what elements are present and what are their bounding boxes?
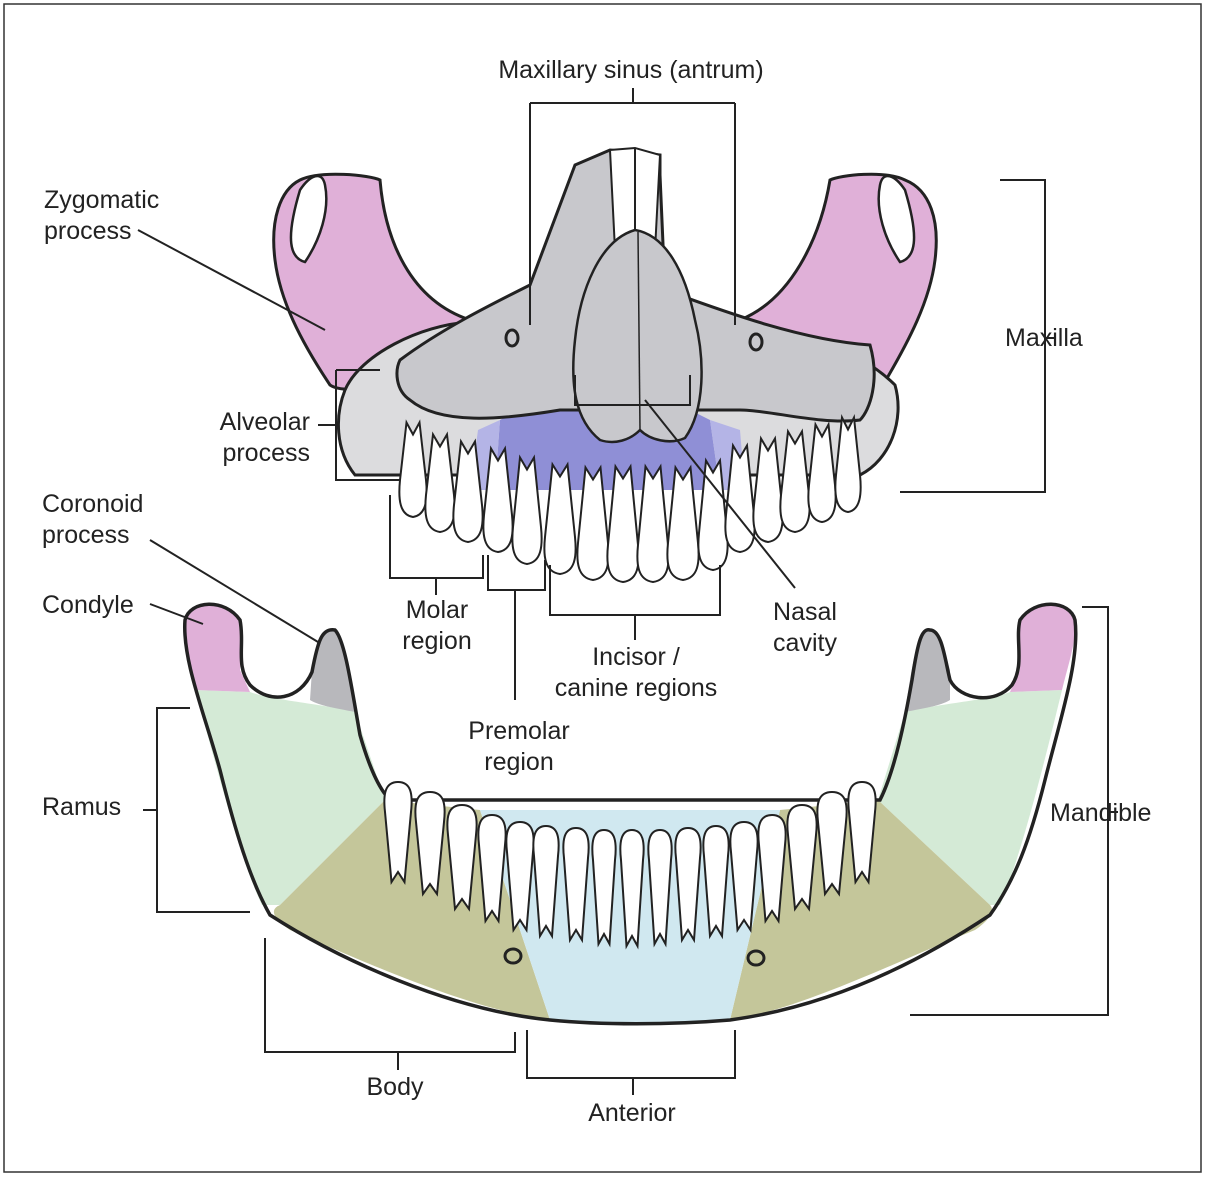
label-coronoid-line1: Coronoid bbox=[42, 490, 143, 518]
label-alveolar-line1: Alveolar bbox=[220, 408, 310, 436]
label-maxilla: Maxilla bbox=[1005, 324, 1083, 352]
label-condyle: Condyle bbox=[42, 591, 134, 619]
label-zygomatic-line2: process bbox=[44, 217, 132, 245]
label-maxillary-sinus: Maxillary sinus (antrum) bbox=[498, 56, 763, 84]
label-incisor-line1: Incisor / bbox=[592, 643, 680, 671]
label-mandible: Mandible bbox=[1050, 799, 1151, 827]
label-premolar-line2: region bbox=[484, 748, 554, 776]
label-molar-line1: Molar bbox=[406, 596, 469, 624]
label-body: Body bbox=[367, 1073, 424, 1101]
label-anterior: Anterior bbox=[588, 1099, 676, 1127]
label-incisor-line2: canine regions bbox=[555, 674, 718, 702]
label-zygomatic-line1: Zygomatic bbox=[44, 186, 159, 214]
label-premolar-line1: Premolar bbox=[468, 717, 569, 745]
label-molar-line2: region bbox=[402, 627, 472, 655]
label-nasal-line2: cavity bbox=[773, 629, 837, 657]
label-ramus: Ramus bbox=[42, 793, 121, 821]
label-alveolar-line2: process bbox=[222, 439, 310, 467]
label-nasal-line1: Nasal bbox=[773, 598, 837, 626]
maxilla-illustration bbox=[274, 148, 937, 490]
label-coronoid-line2: process bbox=[42, 521, 130, 549]
